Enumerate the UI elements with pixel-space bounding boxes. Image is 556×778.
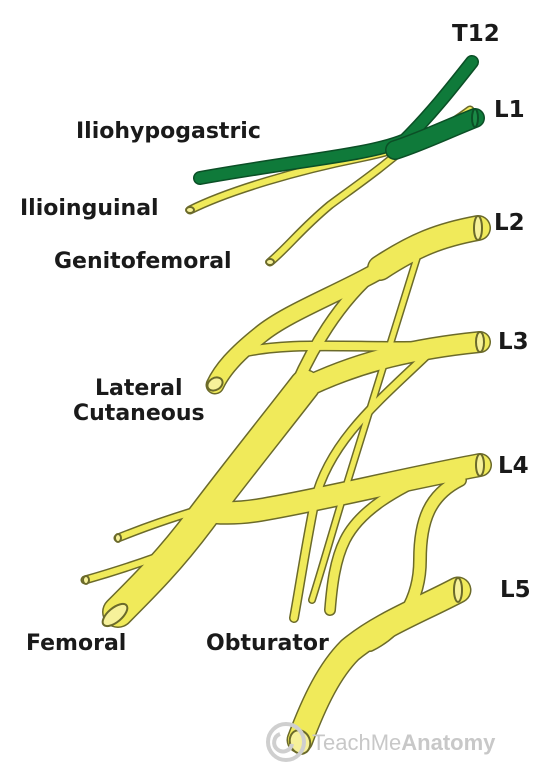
label-lateral-cutaneous-line2: Cutaneous <box>73 401 205 426</box>
label-lateral-cutaneous-line1: Lateral <box>95 376 183 401</box>
iliohypogastric-nerve <box>193 55 485 185</box>
root-end-caps <box>453 108 485 603</box>
root-label-l5: L5 <box>500 577 531 603</box>
label-ilioinguinal: Ilioinguinal <box>20 196 159 221</box>
label-femoral: Femoral <box>26 631 127 656</box>
watermark: TeachMeAnatomy <box>312 730 495 756</box>
label-iliohypogastric: Iliohypogastric <box>76 119 261 144</box>
root-label-l2: L2 <box>494 210 525 236</box>
root-label-t12: T12 <box>452 21 500 47</box>
root-label-l3: L3 <box>498 329 529 355</box>
watermark-prefix: TeachMe <box>312 730 402 755</box>
root-label-l1: L1 <box>494 97 525 123</box>
root-label-l4: L4 <box>498 453 529 479</box>
label-obturator: Obturator <box>206 631 329 656</box>
watermark-logo-icon <box>266 722 306 762</box>
watermark-brand: Anatomy <box>401 730 496 755</box>
label-genitofemoral: Genitofemoral <box>54 249 232 274</box>
branch-cut-ends <box>82 206 312 755</box>
nerve-fills <box>82 107 491 752</box>
